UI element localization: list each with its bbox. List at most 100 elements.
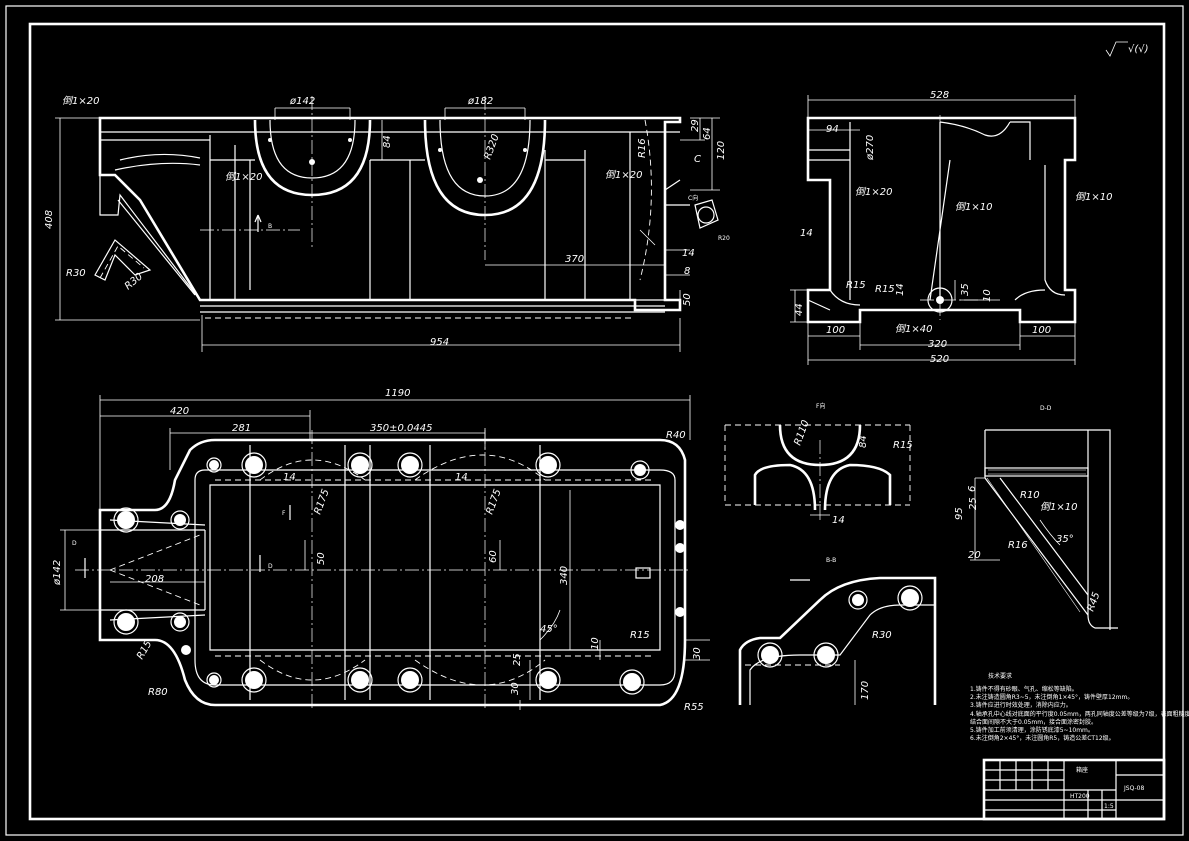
- plan-dim-14a: 14: [283, 472, 296, 483]
- front-label-c-view: C向: [688, 194, 698, 202]
- front-label-chamfer2: 倒1×20: [225, 171, 262, 183]
- side-dim-528: 528: [930, 90, 949, 101]
- plan-dim-30b: 30: [510, 682, 521, 695]
- side-dim-14: 14: [800, 228, 813, 239]
- title-block: 箱座 JSQ-08 HT200 1:5: [982, 758, 1166, 821]
- side-label-r15a: R15: [846, 280, 866, 291]
- side-dim-94: 94: [826, 124, 839, 135]
- plan-label-r80: R80: [148, 687, 168, 698]
- detail-dd-view: D-D R10 倒1×10 6 25 95 R16 20 35° R45: [954, 405, 1118, 630]
- outer-frame: [5, 5, 1184, 836]
- plan-label-d: D: [72, 540, 77, 547]
- detail-f-84: 84: [858, 435, 869, 448]
- detail-f-r110: R110: [792, 419, 811, 447]
- technical-notes: 技术要求 1.铸件不得有砂眼、气孔、缩松等缺陷。 2.未注铸造圆角R3~5，未注…: [970, 672, 1189, 742]
- front-dim-8: 8: [684, 266, 690, 277]
- detail-f-view: F向 R110 R15 84 14: [724, 402, 913, 526]
- front-label-c: C: [694, 154, 701, 165]
- plan-dim-d142: ø142: [52, 560, 63, 586]
- side-label-chamfer20: 倒1×20: [855, 186, 892, 198]
- title-material: HT200: [1070, 793, 1090, 800]
- front-view: ø142 ø182 954 408 120 64 84 29 370 14 8 …: [44, 95, 730, 352]
- detail-bb-170: 170: [860, 681, 871, 700]
- plan-dim-281: 281: [232, 423, 251, 434]
- plan-dim-50: 50: [316, 552, 327, 565]
- front-label-r30: R30: [66, 268, 86, 279]
- plan-dim-60: 60: [488, 550, 499, 563]
- detail-dd-r16: R16: [1008, 540, 1028, 551]
- roughness-text: √(√): [1128, 44, 1149, 55]
- plan-view: 1190 420 281 350±0.0445 208 ø142 340 50 …: [52, 388, 710, 713]
- side-label-chamfer10b: 倒1×10: [1075, 191, 1112, 203]
- front-dim-64: 64: [702, 127, 713, 140]
- side-dim-520: 520: [930, 354, 949, 365]
- plan-label-45deg: 45°: [540, 624, 558, 635]
- title-drawing-no: JSQ-08: [1123, 785, 1144, 792]
- plan-dim-1190: 1190: [385, 388, 410, 399]
- plan-dim-25: 25: [512, 653, 523, 666]
- detail-bb-view: B-B R30 170: [738, 557, 937, 705]
- side-view: 528 94 ø270 14 44 100 320 100 520 35 10 …: [790, 90, 1112, 365]
- front-dim-14: 14: [682, 248, 695, 259]
- detail-dd-6: 6: [967, 486, 978, 492]
- roughness-symbol: √(√): [1105, 41, 1149, 57]
- note-item: 2.未注铸造圆角R3~5，未注倒角1×45°，铸件壁厚12mm。: [970, 693, 1133, 701]
- title-scale: 1:5: [1104, 803, 1114, 810]
- front-label-r20: R20: [718, 235, 730, 242]
- plan-dim-340: 340: [559, 566, 570, 585]
- side-dim-320: 320: [928, 339, 947, 350]
- side-dim-14b: 14: [895, 283, 906, 296]
- front-dim-29: 29: [690, 119, 701, 132]
- front-dim-954: 954: [430, 337, 449, 348]
- note-item: 1.铸件不得有砂眼、气孔、缩松等缺陷。: [970, 685, 1078, 693]
- front-label-r320: R320: [482, 133, 501, 161]
- title-part-name: 箱座: [1076, 766, 1088, 774]
- plan-dim-420: 420: [170, 406, 189, 417]
- plan-label-r40: R40: [666, 430, 686, 441]
- side-label-chamfer40: 倒1×40: [895, 323, 932, 335]
- plan-label-d2: D: [268, 563, 273, 570]
- front-dim-408: 408: [44, 210, 55, 229]
- note-item: 3.铸件应进行时效处理，消除内应力。: [970, 701, 1072, 709]
- plan-dim-10: 10: [590, 637, 601, 650]
- front-label-chamfer1: 倒1×20: [62, 95, 99, 107]
- side-label-chamfer10a: 倒1×10: [955, 201, 992, 213]
- plan-label-r175a: R175: [312, 488, 331, 516]
- inner-frame: [28, 22, 1166, 821]
- detail-f-r15: R15: [893, 440, 913, 451]
- front-dim-120: 120: [716, 141, 727, 160]
- detail-dd-chamfer10: 倒1×10: [1040, 501, 1077, 513]
- front-dim-370: 370: [565, 254, 584, 265]
- plan-dim-208: 208: [145, 574, 164, 585]
- plan-label-r15a: R15: [630, 630, 650, 641]
- detail-dd-title: D-D: [1040, 405, 1052, 412]
- plan-label-r15b: R15: [135, 639, 154, 662]
- detail-dd-r10: R10: [1020, 490, 1040, 501]
- note-item: 6.未注倒角2×45°，未注圆角R5，铸造公差CT12级。: [970, 734, 1115, 742]
- note-item: 4.轴承孔中心线对底面的平行度0.05mm，两孔同轴度公差等级为7级，表面粗糙度…: [970, 710, 1189, 718]
- side-dim-10: 10: [982, 289, 993, 302]
- detail-dd-35deg: 35°: [1056, 534, 1074, 545]
- plan-dim-30: 30: [692, 647, 703, 660]
- side-dim-100a: 100: [826, 325, 845, 336]
- detail-bb-title: B-B: [826, 557, 836, 564]
- side-dim-d270: ø270: [865, 135, 876, 161]
- side-dim-100b: 100: [1032, 325, 1051, 336]
- side-dim-44: 44: [794, 303, 805, 316]
- side-dim-35: 35: [960, 283, 971, 296]
- front-label-r30b: R30: [123, 271, 145, 292]
- detail-bb-r30: R30: [872, 630, 892, 641]
- side-label-r15b: R15: [875, 284, 895, 295]
- detail-dd-20: 20: [968, 550, 981, 561]
- detail-dd-95: 95: [954, 507, 965, 520]
- front-dim-d182: ø182: [467, 96, 493, 107]
- detail-f-14: 14: [832, 515, 845, 526]
- front-label-chamfer3: 倒1×20: [605, 169, 642, 181]
- plan-label-r175b: R175: [484, 488, 503, 516]
- plan-label-f: F: [282, 510, 286, 517]
- plan-label-r55: R55: [684, 702, 704, 713]
- note-item: 5.铸件加工前须清理，涂防锈底漆5~10mm。: [970, 726, 1094, 734]
- note-item: 结合面间隙不大于0.05mm，接合面涂密封胶。: [970, 718, 1097, 726]
- detail-f-title: F向: [816, 402, 825, 410]
